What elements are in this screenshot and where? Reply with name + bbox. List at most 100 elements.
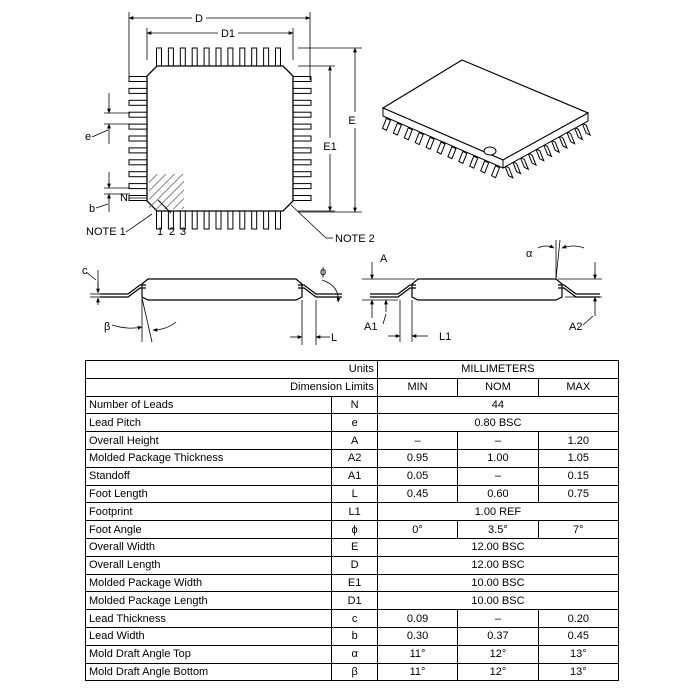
dimension-name: Number of Leads <box>84 395 333 415</box>
dimension-nom: 0.37 <box>457 626 539 646</box>
dimension-symbol: A2 <box>331 448 378 468</box>
dimension-symbol: β <box>331 662 378 682</box>
dimension-nom: 3.5° <box>457 520 539 539</box>
dimension-min: 0.30 <box>376 626 459 646</box>
col-header-nom: NOM <box>457 377 539 397</box>
label-a1: A1 <box>364 321 377 333</box>
lead <box>436 141 446 155</box>
dimension-max: 0.75 <box>537 484 620 504</box>
label-n: N <box>120 192 128 204</box>
dimension-value: 10.00 BSC <box>376 591 620 611</box>
package-drawings: D D1 E E1 e b N NOTE 1 1 <box>82 12 602 345</box>
lead <box>381 117 392 132</box>
lead <box>128 183 148 190</box>
lead <box>414 131 424 146</box>
dimension-symbol: D1 <box>331 591 378 611</box>
lead <box>215 210 222 230</box>
dimension-symbol: D <box>331 555 378 575</box>
dimension-name: Lead Pitch <box>84 413 333 433</box>
dimension-name: Molded Package Thickness <box>84 448 333 468</box>
lead <box>458 150 468 165</box>
dimension-symbol: b <box>331 626 378 646</box>
dimension-min: 11° <box>376 662 459 682</box>
dimension-symbol: L1 <box>331 502 378 522</box>
limits-label: Dimension Limits <box>85 377 378 397</box>
lead <box>558 134 568 149</box>
units-value: MILLIMETERS <box>376 360 620 379</box>
label-c: c <box>82 265 88 277</box>
lead <box>128 123 148 130</box>
lead <box>392 122 402 136</box>
dimension-max: 0.20 <box>537 609 620 628</box>
dimension-min: 0.09 <box>376 609 459 628</box>
lead <box>215 47 222 67</box>
lead <box>191 210 198 230</box>
lead <box>227 210 234 230</box>
dimension-nom: 12° <box>457 662 539 682</box>
dimension-symbol: α <box>331 644 378 664</box>
lead <box>292 159 312 166</box>
dimension-min: 0.45 <box>376 484 459 504</box>
lead <box>542 143 553 158</box>
iso-body-side-right <box>502 112 589 169</box>
note2-label: NOTE 2 <box>335 233 375 245</box>
dimension-symbol: e <box>331 413 378 433</box>
lead <box>128 111 148 118</box>
dimension-max: 1.20 <box>537 431 620 450</box>
dimension-name: Mold Draft Angle Top <box>84 644 333 664</box>
lead <box>275 47 281 67</box>
lead <box>480 160 490 174</box>
lead <box>519 156 530 171</box>
side-right-body <box>411 278 563 301</box>
label-alpha: α <box>526 248 533 260</box>
lead <box>581 122 592 137</box>
label-phi: ϕ <box>320 266 326 278</box>
isometric-view <box>381 59 592 179</box>
lead <box>128 99 148 106</box>
pin1-hatch-area <box>149 174 184 209</box>
label-l: L <box>331 332 337 344</box>
dimension-value: 12.00 BSC <box>376 555 620 575</box>
dimension-name: Foot Angle <box>84 520 333 539</box>
dimension-min: – <box>376 431 459 450</box>
lead <box>292 99 312 106</box>
pin-number-2: 2 <box>169 226 175 238</box>
lead <box>534 147 545 162</box>
dimension-name: Overall Width <box>84 537 333 557</box>
lead <box>239 47 246 67</box>
dimension-max: 13° <box>537 644 620 664</box>
col-header-min: MIN <box>376 377 459 397</box>
label-e-pitch: e <box>85 131 91 143</box>
dimension-name: Footprint <box>84 502 333 522</box>
lead <box>511 160 522 175</box>
dimension-min: 0.05 <box>376 466 459 486</box>
lead <box>469 155 479 169</box>
side-view-left: c β ϕ L <box>82 265 342 345</box>
units-label: Units <box>85 360 378 379</box>
top-view: D D1 E E1 e b N NOTE 1 1 <box>85 12 375 245</box>
lead <box>128 159 148 166</box>
lead <box>292 76 312 82</box>
lead <box>128 147 148 154</box>
lead <box>227 47 234 67</box>
lead <box>128 87 148 94</box>
dimension-name: Lead Thickness <box>84 609 333 628</box>
lead <box>292 123 312 130</box>
dimension-value: 12.00 BSC <box>376 537 620 557</box>
dimension-name: Molded Package Width <box>84 573 333 593</box>
dimension-nom: – <box>457 609 539 628</box>
label-a: A <box>380 253 388 265</box>
dimension-max: 0.15 <box>537 466 620 486</box>
